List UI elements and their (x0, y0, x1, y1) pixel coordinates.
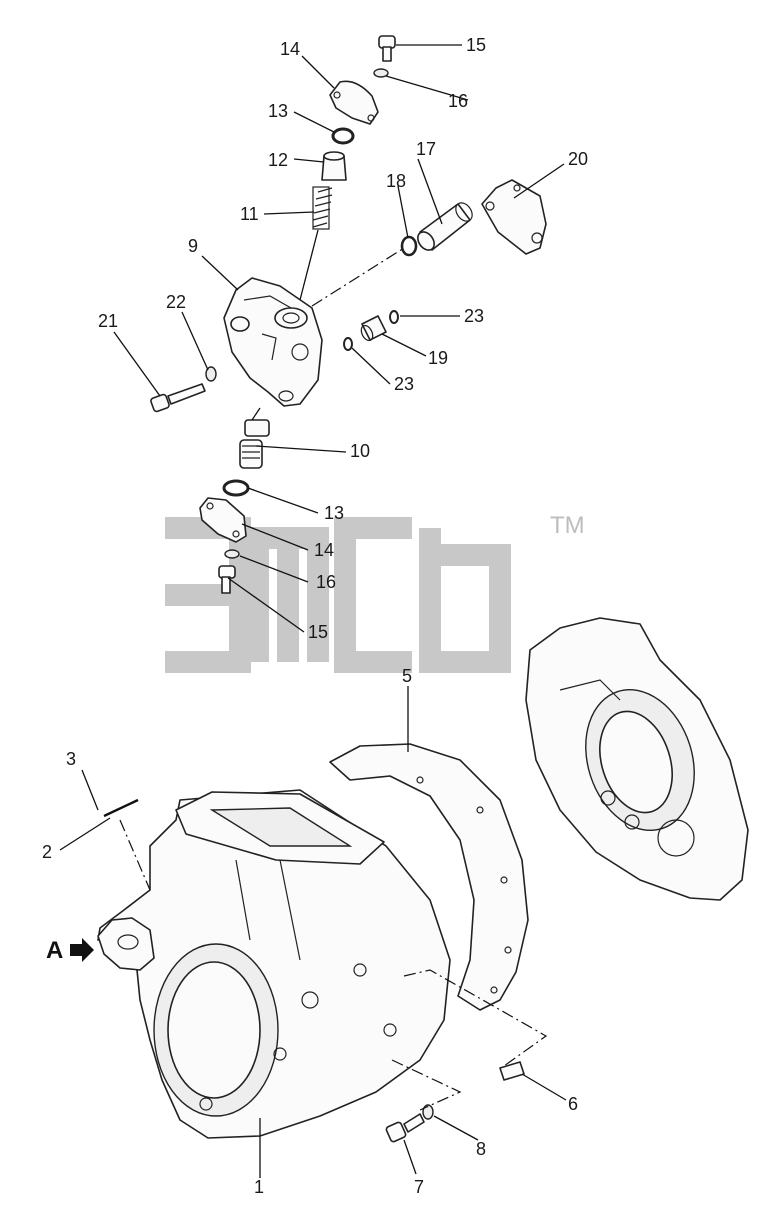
callout-13-lower: 13 (324, 503, 344, 523)
callout-17: 17 (416, 139, 436, 159)
spring (312, 187, 333, 228)
leader-lines (59, 44, 567, 1178)
callout-21: 21 (98, 311, 118, 331)
piston (321, 151, 347, 181)
gasket-20 (481, 179, 547, 255)
callout-15-lower: 15 (308, 622, 328, 642)
o-ring-23-right (389, 310, 399, 324)
callout-19: 19 (428, 348, 448, 368)
washer-22 (205, 366, 217, 382)
callout-18: 18 (386, 171, 406, 191)
callout-2: 2 (42, 842, 52, 862)
watermark-trademark: TM (550, 512, 585, 539)
callout-1: 1 (254, 1177, 264, 1197)
o-ring-18 (400, 235, 418, 257)
valve-assembly (150, 35, 547, 594)
flywheel-housing (525, 617, 749, 901)
callout-5: 5 (402, 666, 412, 686)
callout-16-lower: 16 (316, 572, 336, 592)
callout-23-left: 23 (394, 374, 414, 394)
washer-8 (422, 1104, 434, 1120)
valve-body (223, 277, 323, 407)
callout-23-right: 23 (464, 306, 484, 326)
callout-labels: 15 16 14 13 12 11 9 17 18 20 22 21 23 19… (42, 35, 588, 1197)
callout-14-top: 14 (280, 39, 300, 59)
callout-6: 6 (568, 1094, 578, 1114)
callout-7: 7 (414, 1177, 424, 1197)
callout-22: 22 (166, 292, 186, 312)
bolt-lower (218, 565, 236, 594)
center-line-valve (311, 247, 405, 307)
fitting (239, 419, 270, 469)
view-a-marker: A (46, 937, 94, 964)
callout-20: 20 (568, 149, 588, 169)
callout-8: 8 (476, 1139, 486, 1159)
pin-2-3 (103, 798, 139, 818)
callout-14-lower: 14 (314, 540, 334, 560)
cover-plate-top (329, 80, 379, 125)
sleeve (417, 202, 473, 251)
transmission-housing (97, 789, 451, 1139)
bolt-top (378, 35, 396, 62)
washer-lower (224, 549, 240, 559)
callout-16-top: 16 (448, 91, 468, 111)
gasket-5 (329, 743, 529, 1011)
dowel-6 (499, 1061, 525, 1081)
callout-10: 10 (350, 441, 370, 461)
bolt-7 (385, 1113, 425, 1143)
callout-12: 12 (268, 150, 288, 170)
o-ring-lower (222, 479, 250, 497)
long-bolt (150, 383, 206, 413)
callout-11: 11 (240, 204, 259, 224)
callout-9: 9 (188, 236, 198, 256)
callout-13-top: 13 (268, 101, 288, 121)
o-ring-top (331, 127, 355, 145)
sleeve-19 (360, 315, 387, 342)
o-ring-23-left (343, 337, 353, 351)
washer-top (373, 68, 389, 78)
view-a-label: A (46, 937, 63, 964)
callout-15-top: 15 (466, 35, 486, 55)
callout-3: 3 (66, 749, 76, 769)
